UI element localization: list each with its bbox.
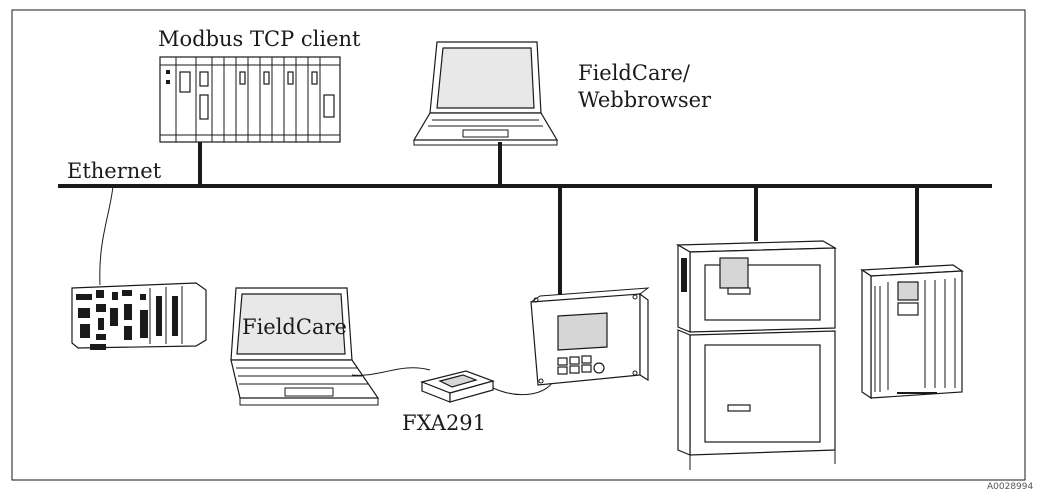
figure-id: A0028994 (987, 482, 1034, 491)
laptop-webbrowser (412, 41, 559, 146)
transmitter-device (530, 287, 650, 386)
label-modbus-client: Modbus TCP client (158, 27, 361, 51)
ethernet-bus (58, 142, 992, 295)
modular-io-rack (71, 282, 207, 350)
label-ethernet: Ethernet (67, 159, 162, 183)
label-fxa291: FXA291 (402, 411, 486, 435)
label-fieldcare-webbrowser-2: Webbrowser (578, 88, 712, 112)
diagram-frame (11, 9, 1026, 481)
label-fieldcare: FieldCare (242, 315, 347, 339)
modbus-plc-rack (159, 56, 341, 143)
label-fieldcare-webbrowser-1: FieldCare/ (578, 61, 691, 85)
cabinet-analyzer (675, 240, 838, 470)
fxa291-interface (420, 370, 495, 403)
wall-mounted-device (860, 264, 964, 400)
laptop-fieldcare (230, 287, 380, 406)
cable-laptop-fxa291 (351, 367, 431, 376)
